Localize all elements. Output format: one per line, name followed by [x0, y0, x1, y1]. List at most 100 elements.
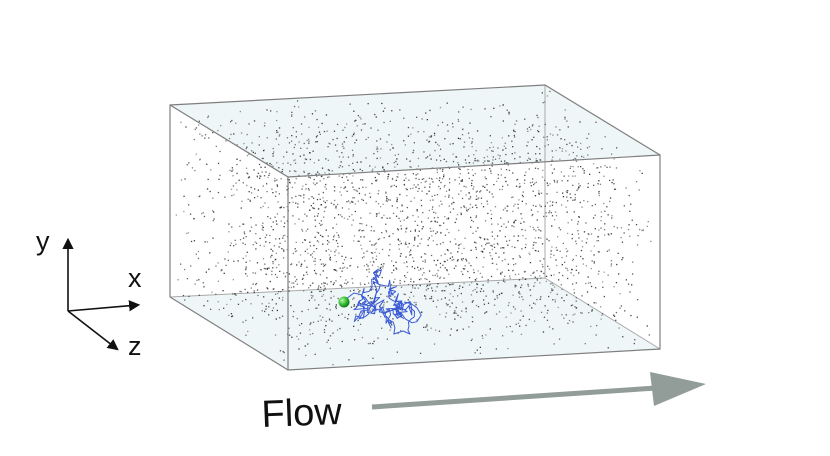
solvent-particle [396, 268, 398, 270]
solvent-particle [453, 267, 455, 269]
solvent-particle [309, 152, 311, 154]
solvent-particle [279, 270, 281, 272]
solvent-particle [264, 166, 266, 168]
solvent-particle [607, 214, 609, 216]
solvent-particle [615, 311, 618, 314]
solvent-particle [316, 307, 318, 309]
solvent-particle [563, 175, 565, 177]
solvent-particle [484, 176, 486, 178]
solvent-particle [507, 162, 509, 164]
solvent-particle [482, 185, 484, 187]
solvent-particle [534, 167, 537, 169]
solvent-particle [373, 153, 375, 155]
solvent-particle [473, 271, 475, 274]
solvent-particle [566, 143, 568, 146]
solvent-particle [413, 197, 416, 199]
solvent-particle [383, 263, 385, 265]
solvent-particle [291, 197, 293, 199]
solvent-particle [370, 226, 373, 228]
solvent-particle [519, 319, 521, 321]
solvent-particle [335, 261, 337, 263]
solvent-particle [241, 300, 244, 302]
solvent-particle [275, 266, 278, 269]
solvent-particle [469, 203, 472, 206]
solvent-particle [310, 254, 312, 256]
solvent-particle [211, 291, 213, 293]
solvent-particle [184, 268, 186, 271]
solvent-particle [198, 279, 200, 281]
solvent-particle [288, 142, 291, 144]
solvent-particle [463, 247, 465, 250]
solvent-particle [435, 212, 437, 214]
solvent-particle [265, 308, 267, 310]
solvent-particle [497, 154, 499, 156]
solvent-particle [503, 145, 505, 147]
solvent-particle [242, 257, 244, 260]
solvent-particle [252, 283, 254, 285]
solvent-particle [456, 214, 459, 216]
solvent-particle [416, 319, 418, 321]
solvent-particle [234, 239, 236, 241]
solvent-particle [575, 297, 577, 299]
solvent-particle [275, 138, 277, 140]
solvent-particle [229, 244, 232, 247]
solvent-particle [480, 197, 483, 199]
solvent-particle [439, 262, 442, 265]
solvent-particle [483, 157, 485, 159]
solvent-particle [403, 179, 405, 181]
solvent-particle [394, 296, 396, 298]
solvent-particle [593, 261, 595, 263]
solvent-particle [374, 166, 376, 168]
solvent-particle [420, 268, 422, 270]
solvent-particle [428, 280, 431, 283]
solvent-particle [498, 256, 500, 258]
solvent-particle [629, 210, 631, 212]
solvent-particle [452, 160, 455, 163]
solvent-particle [587, 154, 589, 156]
solvent-particle [364, 283, 366, 285]
solvent-particle [341, 152, 343, 154]
solvent-particle [446, 269, 448, 271]
solvent-particle [233, 245, 235, 247]
solvent-particle [533, 228, 535, 231]
solvent-particle [396, 207, 398, 209]
solvent-particle [265, 273, 267, 275]
solvent-particle [419, 284, 421, 287]
solvent-particle [412, 287, 414, 289]
solvent-particle [586, 291, 589, 293]
solvent-particle [429, 199, 431, 201]
solvent-particle [574, 157, 576, 160]
solvent-particle [377, 271, 379, 273]
solvent-particle [393, 269, 395, 271]
solvent-particle [535, 160, 537, 162]
simulation-box [169, 85, 661, 370]
solvent-particle [366, 263, 368, 266]
solvent-particle [434, 220, 436, 223]
solvent-particle [474, 352, 476, 354]
solvent-particle [237, 260, 239, 262]
solvent-particle [183, 195, 185, 197]
solvent-particle [369, 240, 371, 242]
solvent-particle [272, 153, 274, 155]
solvent-particle [539, 282, 541, 284]
solvent-particle [228, 137, 231, 140]
solvent-particle [454, 312, 456, 314]
solvent-particle [532, 247, 534, 249]
solvent-particle [363, 256, 365, 258]
solvent-particle [311, 256, 314, 258]
solvent-particle [326, 130, 328, 132]
solvent-particle [486, 183, 488, 186]
solvent-particle [470, 265, 472, 267]
solvent-particle [279, 134, 281, 136]
solvent-particle [560, 171, 563, 173]
solvent-particle [377, 203, 380, 205]
solvent-particle [548, 268, 551, 270]
solvent-particle [308, 176, 310, 178]
solvent-particle [465, 194, 467, 196]
solvent-particle [375, 148, 378, 150]
solvent-particle [231, 315, 233, 318]
solvent-particle [579, 201, 581, 204]
solvent-particle [385, 199, 387, 202]
solvent-particle [573, 274, 575, 277]
solvent-particle [267, 206, 269, 209]
